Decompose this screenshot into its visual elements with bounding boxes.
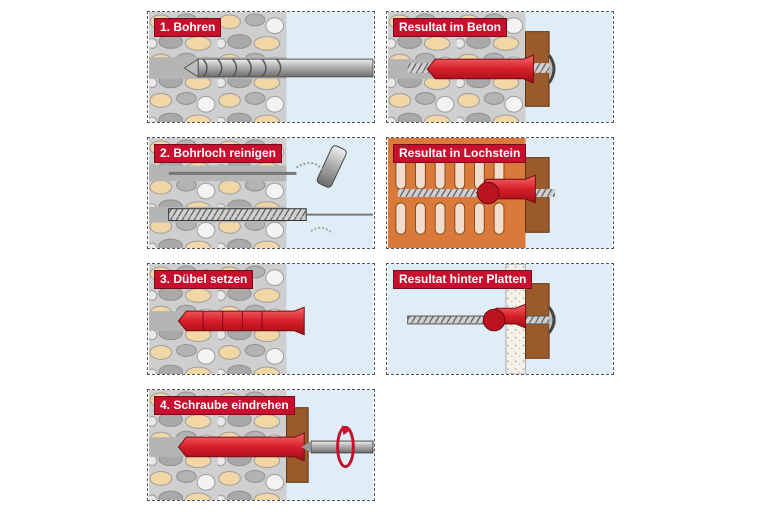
result-label: Resultat in Lochstein	[393, 144, 527, 163]
blower-icon	[295, 145, 347, 188]
result-label: Resultat im Beton	[393, 18, 508, 37]
step-label: 3. Dübel setzen	[154, 270, 254, 289]
result-panel-concrete: Resultat im Beton	[386, 11, 614, 123]
step-label: 2. Bohrloch reinigen	[154, 144, 283, 163]
rotate-arrow-icon	[336, 425, 355, 469]
result-panel-behind-panels: Resultat hinter Platten	[386, 263, 614, 375]
step-panel-cleaning: 2. Bohrloch reinigen	[147, 137, 375, 249]
result-panel-perforated-brick: Resultat in Lochstein	[386, 137, 614, 249]
step-panel-screw-in: 4. Schraube eindrehen	[147, 389, 375, 501]
brush-icon	[168, 208, 373, 235]
step-panel-drilling: 1. Bohren	[147, 11, 375, 123]
dowel-icon	[177, 306, 305, 336]
step-label: 4. Schraube eindrehen	[154, 396, 295, 415]
step-label: 1. Bohren	[154, 18, 222, 37]
behind-panels-illustration	[388, 264, 612, 374]
result-label: Resultat hinter Platten	[393, 270, 533, 289]
step-panel-set-dowel: 3. Dübel setzen	[147, 263, 375, 375]
